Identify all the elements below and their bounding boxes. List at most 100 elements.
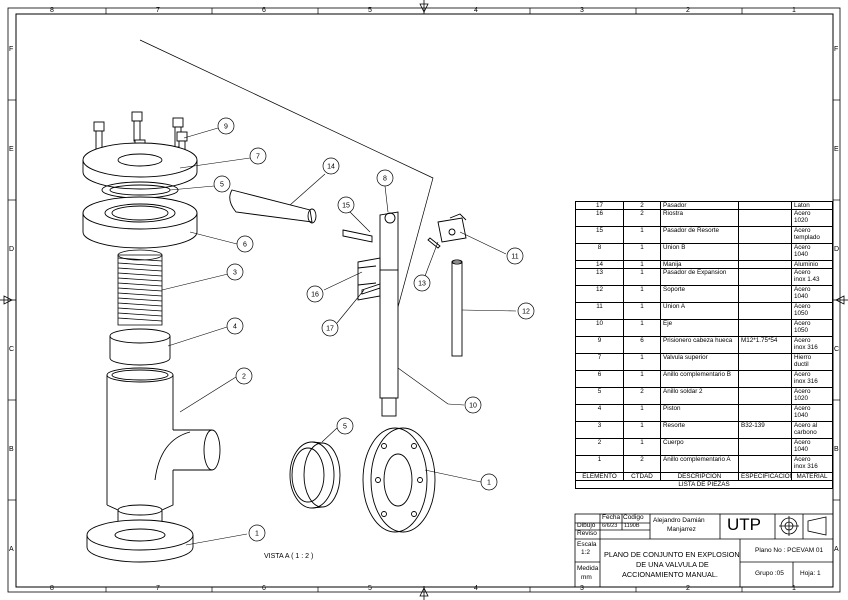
support-part-12 xyxy=(451,259,463,357)
material-line-2: inox 1.43 xyxy=(794,276,820,283)
codigo-value: 1190B xyxy=(624,523,640,529)
parts-list-specification xyxy=(738,438,792,456)
leader-lines xyxy=(161,127,517,546)
grid-col-top-3: 3 xyxy=(580,7,584,14)
parts-list-element: 16 xyxy=(575,209,624,227)
parts-list-specification: B32-139 xyxy=(738,421,792,439)
material-line-1: Acero xyxy=(794,303,811,311)
parts-list-description: Eje xyxy=(660,319,739,337)
balloon-9: 9 xyxy=(217,117,235,135)
svg-text:9: 9 xyxy=(224,124,228,131)
grid-row-left-F: F xyxy=(9,46,14,53)
parts-list-specification xyxy=(738,370,792,388)
balloon-5-lower: 5 xyxy=(336,417,354,435)
material-line-2: templado xyxy=(794,234,820,241)
grid-row-left-D: D xyxy=(9,246,15,253)
grid-col-top-5: 5 xyxy=(368,7,372,14)
grid-row-right-B: B xyxy=(834,446,839,453)
material-line-2: carbono xyxy=(794,429,817,436)
parts-list-element: 9 xyxy=(575,336,624,354)
parts-list-element: 1 xyxy=(575,455,624,473)
svg-text:5: 5 xyxy=(220,182,224,189)
parts-list-specification xyxy=(738,387,792,405)
balloon-11: 11 xyxy=(506,247,524,265)
grid-row-left-A: A xyxy=(9,546,14,553)
svg-text:1: 1 xyxy=(255,531,259,538)
material-line-2: 1040 xyxy=(794,412,809,419)
material-line-2: inox 316 xyxy=(794,378,818,385)
bottom-flange-part-1 xyxy=(86,519,194,563)
balloon-6: 6 xyxy=(236,235,254,253)
parts-list-element: 8 xyxy=(575,243,624,261)
parts-list-description: Cuerpo xyxy=(660,438,739,456)
parts-list-element: 13 xyxy=(575,268,624,286)
material-line-1: Acero al xyxy=(794,422,818,430)
parts-list-description: Pasador de Resorte xyxy=(660,226,739,244)
parts-list-specification xyxy=(738,455,792,473)
parts-list-specification: M12*1.75*54 xyxy=(738,336,792,354)
svg-text:16: 16 xyxy=(311,292,319,299)
inner-border xyxy=(15,13,834,588)
balloon-4: 4 xyxy=(226,317,244,335)
escala-label: Escala xyxy=(577,541,597,548)
balloon-13: 13 xyxy=(413,274,431,292)
material-line-2: inox 316 xyxy=(794,344,818,351)
escala-value: 1:2 xyxy=(581,549,591,556)
parts-list-specification xyxy=(738,209,792,227)
svg-text:6: 6 xyxy=(243,242,247,249)
balloon-10: 10 xyxy=(464,396,482,414)
grid-col-top-2: 2 xyxy=(686,7,690,14)
fecha-label: Fecha xyxy=(602,514,621,521)
grid-col-bottom-8: 8 xyxy=(50,585,54,592)
parts-list-element: 14 xyxy=(575,260,624,269)
balloon-12: 12 xyxy=(517,302,535,320)
material-line-2: 1040 xyxy=(794,293,809,300)
parts-list-header: CTDAD xyxy=(623,472,661,481)
material-line-2: 1050 xyxy=(794,327,809,334)
parts-list-quantity: 1 xyxy=(623,226,661,244)
parts-list-description: Riostra xyxy=(660,209,739,227)
material-line-2: 1020 xyxy=(794,217,809,224)
balloon-7: 7 xyxy=(249,147,267,165)
parts-list-description: Valvula superior xyxy=(660,353,739,371)
material-line-1: Acero xyxy=(794,320,811,328)
parts-list-quantity: 1 xyxy=(623,370,661,388)
parts-list-specification xyxy=(738,268,792,286)
grid-col-top-8: 8 xyxy=(50,7,54,14)
grid-row-right-E: E xyxy=(834,146,839,153)
parts-list-element: 4 xyxy=(575,404,624,422)
grid-col-bottom-6: 6 xyxy=(262,585,266,592)
shaft-part-10 xyxy=(379,269,399,417)
material-line-2: 1040 xyxy=(794,446,809,453)
view-label: VISTA A ( 1 : 2 ) xyxy=(264,553,314,560)
balloon-17: 17 xyxy=(321,319,339,337)
parts-list-element: 2 xyxy=(575,438,624,456)
parts-list-header: ELEMENTO xyxy=(575,472,624,481)
material-line-2: 1050 xyxy=(794,310,809,317)
drawing-title-line-3: ACCIONAMIENTO MANUAL. xyxy=(622,570,718,579)
svg-text:1: 1 xyxy=(487,480,491,487)
grid-row-right-D: D xyxy=(834,246,840,253)
parts-list-title: LISTA DE PIEZAS xyxy=(575,480,833,489)
grid-col-top-1: 1 xyxy=(792,7,796,14)
parts-list-quantity: 2 xyxy=(623,209,661,227)
parts-list-quantity: 2 xyxy=(623,201,661,210)
